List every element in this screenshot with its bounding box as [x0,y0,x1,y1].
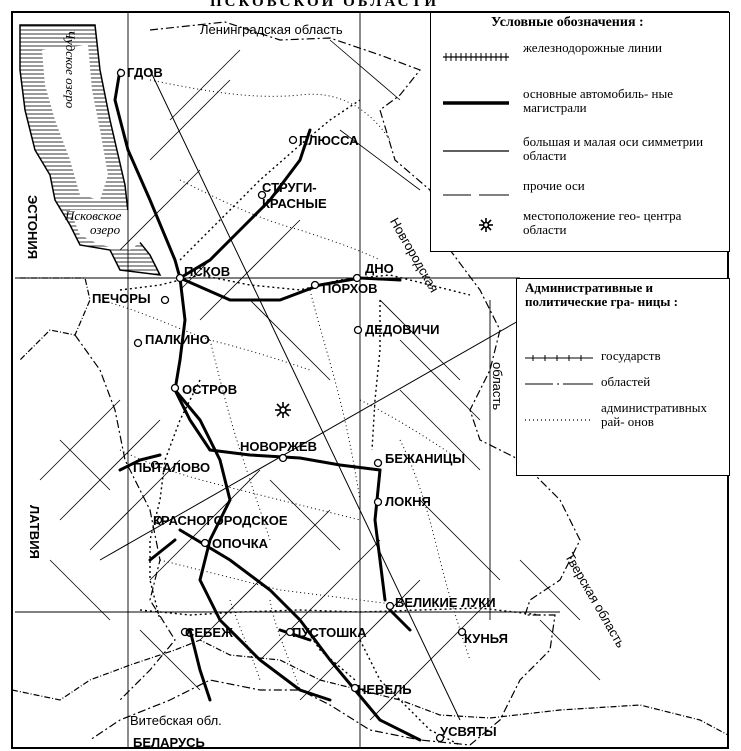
state-border-icon [525,355,593,361]
other-axis-icon [443,194,509,196]
legend-label-region-border: областей [601,374,651,389]
region-border-icon [525,383,593,385]
lake-label-chudskoe: Чудское озеро [63,30,78,109]
city-label-porkhov: ПОРХОВ [322,281,378,296]
city-label-dedovichi: ДЕДОВИЧИ [365,322,440,337]
legend-borders: Административные и политические гра- ниц… [516,278,730,476]
city-label-pskov: ПСКОВ [184,264,231,279]
city-label-palkino: ПАЛКИНО [145,332,210,347]
main-axes [99,69,521,721]
railway-icon [443,53,509,61]
country-label-belarus: БЕЛАРУСЬ [133,735,205,750]
other-axes [15,12,560,748]
legend-title: Условные обозначения : [491,15,644,30]
legend-label-geocenter: местоположение гео- центра области [523,208,682,237]
city-label-ostrov: ОСТРОВ [182,382,238,397]
city-label-pytalovo: ПЫТАЛОВО [133,460,211,475]
geocenter-legend-icon [479,218,493,232]
legend-item-highway: основные автомобиль- ные магистрали [431,87,729,121]
country-label-latvia: ЛАТВИЯ [27,505,42,559]
country-label-estonia: ЭСТОНИЯ [25,195,40,260]
district-border-icon [525,419,593,421]
legend-label-district-border: административных рай- онов [601,400,707,429]
lake-label-pskovskoe-a: Псковское [65,208,122,223]
legend-item-geocenter: местоположение гео- центра области [431,209,729,243]
city-markers [116,68,467,743]
state-border-west [19,277,91,361]
chudskoe-lake-inner [42,45,108,200]
region-label-leningrad: Ленинградская область [200,22,343,37]
geocenter-icon [275,402,291,418]
top-title: ПСКОВСКОЙ ОБЛАСТИ [210,0,440,10]
city-label-krasnogorodskoe: КРАСНОГОРОДСКОЕ [153,513,288,528]
city-label-gdov: ГДОВ [127,65,163,80]
legend-item-railway: железнодорожные линии [431,41,729,75]
legend-item-district-border: административных рай- онов [517,401,729,429]
region-boundary [74,21,581,746]
city-label-plyussa: ПЛЮССА [299,133,359,148]
city-label-velikie-luki: ВЕЛИКИЕ ЛУКИ [395,595,496,610]
lake-label-pskovskoe-b: озеро [90,222,121,237]
city-label-strugi: СТРУГИ- КРАСНЫЕ [262,180,352,211]
region-label-vitebsk: Витебская обл. [130,713,222,728]
city-label-strugi-text: СТРУГИ- КРАСНЫЕ [262,180,327,211]
city-label-opochka: ОПОЧКА [212,536,269,551]
legend-item-main-axis: большая и малая оси симметрии области [431,135,729,169]
highway-icon [443,101,509,105]
city-label-kunya: КУНЬЯ [464,631,508,646]
legend-main: Условные обозначения : железнодорожные л… [430,12,730,252]
city-label-dno: ДНО [365,261,394,276]
legend-label-other-axis: прочие оси [523,178,585,193]
legend-item-other-axis: прочие оси [431,179,729,213]
city-label-sebezh: СЕБЕЖ [185,625,233,640]
legend-label-railway: железнодорожные линии [523,40,663,55]
region-label-novgorod-b: область [490,362,505,411]
city-label-usvyaty: УСВЯТЫ [440,724,497,739]
legend-item-state-border: государств [517,347,729,375]
city-label-loknya: ЛОКНЯ [385,494,431,509]
city-label-pustoshka: ПУСТОШКА [292,625,367,640]
main-axis-icon [443,150,509,152]
city-label-nevel: НЕВЕЛЬ [357,682,412,697]
legend-item-region-border: областей [517,373,729,401]
highways [113,68,422,742]
city-label-pechory: ПЕЧОРЫ [92,291,151,306]
city-label-bezhanitsy: БЕЖАНИЦЫ [385,451,466,466]
legend-label-highway: основные автомобиль- ные магистрали [523,86,674,115]
borders-legend-title: Административные и политические гра- ниц… [525,280,678,310]
legend-label-state-border: государств [601,348,661,363]
legend-label-main-axis: большая и малая оси симметрии области [523,134,704,163]
city-label-novorzhev: НОВОРЖЕВ [240,439,317,454]
